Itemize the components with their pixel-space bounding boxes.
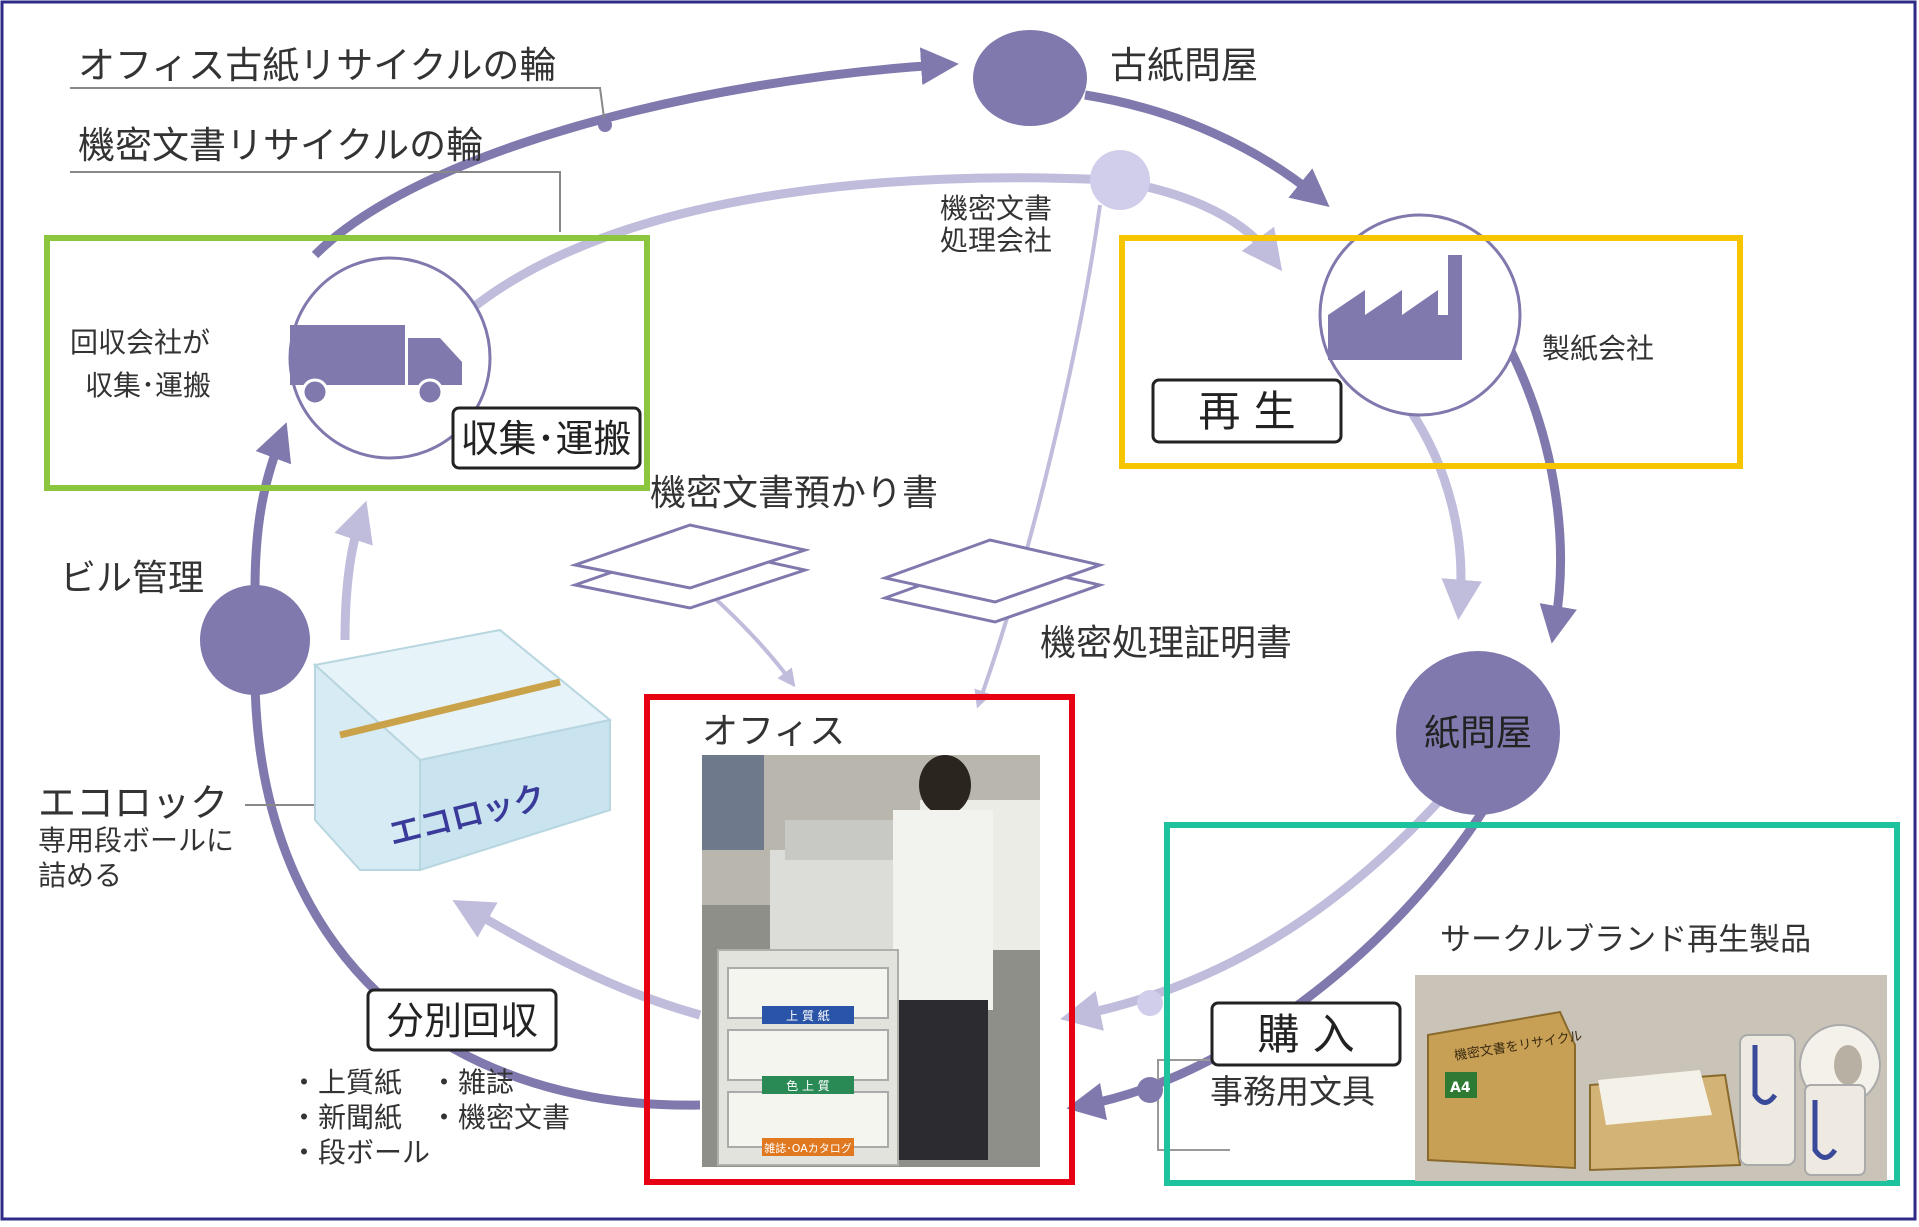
confidential-loop-legend: 機密文書リサイクルの輪 — [78, 124, 483, 167]
ecolock-desc-1: 専用段ボールに — [38, 824, 234, 857]
purchase-stage-label: 購 入 — [1257, 1010, 1354, 1059]
separate-items-row2: ・新聞紙 ・機密文書 — [290, 1101, 570, 1134]
purchase-connector-dot-2 — [1137, 1077, 1163, 1103]
recycle-stage-label: 再 生 — [1198, 387, 1295, 436]
office-title: オフィス — [702, 711, 845, 752]
paper-wholesaler-label: 紙問屋 — [1424, 713, 1532, 754]
office-box — [644, 694, 1075, 1185]
building-management-node — [200, 585, 310, 695]
collector-label-2: 収集･運搬 — [85, 369, 211, 402]
truck-icon — [290, 325, 462, 406]
separate-stage-label: 分別回収 — [386, 999, 538, 1043]
products-photo — [1415, 975, 1887, 1181]
collect-stage-tag — [451, 406, 642, 470]
purchase-connector-dot-1 — [1137, 990, 1163, 1016]
office-photo — [702, 755, 1040, 1167]
purchase-subtitle: 事務用文具 — [1210, 1072, 1375, 1111]
collector-label-1: 回収会社が — [70, 326, 210, 359]
paper-company-label: 製紙会社 — [1542, 332, 1654, 365]
building-management-label: ビル管理 — [60, 558, 204, 599]
confidential-company-node — [1090, 150, 1150, 210]
separate-items-row3: ・段ボール — [290, 1136, 430, 1169]
legend-leaders — [70, 87, 612, 806]
paper-wholesaler-node — [1396, 651, 1560, 815]
purchase-stage-tag — [1210, 1001, 1402, 1067]
disposal-certificate-sheets — [879, 538, 1106, 624]
wastepaper-wholesaler-node — [973, 30, 1087, 126]
bin-label-1: 上 質 紙 — [786, 1008, 830, 1023]
recycle-stage-tag — [1151, 378, 1343, 444]
bin-label-3: 雑誌･OAカタログ — [764, 1141, 852, 1155]
deposit-receipt-label: 機密文書預かり書 — [650, 473, 938, 514]
separate-stage-tag — [366, 988, 558, 1052]
confidential-company-label-2: 処理会社 — [940, 224, 1052, 257]
ecolock-desc-2: 詰める — [38, 859, 122, 892]
disposal-certificate-label: 機密処理証明書 — [1040, 623, 1292, 664]
collect-box — [44, 235, 650, 491]
factory-icon — [1328, 255, 1462, 360]
bin-label-2: 色 上 質 — [786, 1078, 830, 1093]
ecolock-box — [312, 628, 613, 872]
purchase-box — [1164, 822, 1900, 1186]
deposit-receipt-sheets — [569, 523, 811, 610]
confidential-company-label-1: 機密文書 — [940, 192, 1052, 225]
separate-items-row1: ・上質紙 ・雑誌 — [290, 1066, 514, 1099]
recycle-box — [1119, 235, 1743, 469]
office-loop-legend: オフィス古紙リサイクルの輪 — [78, 44, 556, 87]
ecolock-title: エコロック — [38, 781, 228, 825]
product-box-size: A4 — [1450, 1080, 1471, 1096]
collect-stage-label: 収集･運搬 — [460, 417, 631, 461]
wastepaper-wholesaler-label: 古紙問屋 — [1110, 44, 1258, 87]
products-title: サークルブランド再生製品 — [1440, 922, 1811, 958]
